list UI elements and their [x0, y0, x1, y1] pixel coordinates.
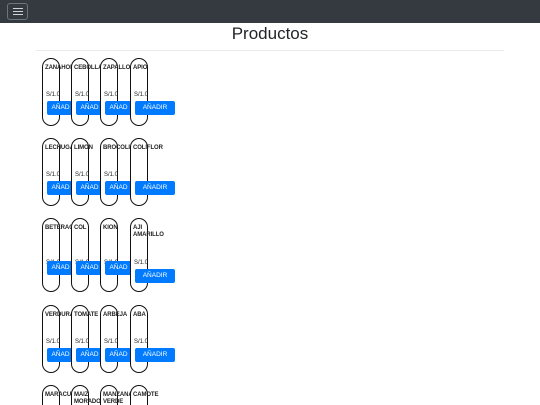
- product-name: ARBEJA: [103, 312, 128, 318]
- product-name: LECHUGA: [45, 145, 74, 151]
- add-to-cart-button[interactable]: AÑAD: [105, 101, 132, 115]
- product-name: LIMON: [74, 145, 93, 151]
- product-price: S/1.0: [75, 339, 90, 345]
- product-name: AJI AMARILLO: [133, 225, 164, 238]
- product-name: ABA: [133, 312, 146, 318]
- product-name: COL: [74, 225, 87, 231]
- product-price: S/1.0: [75, 172, 90, 178]
- add-to-cart-button[interactable]: AÑAD: [105, 181, 132, 195]
- product-name: APIO: [133, 65, 148, 71]
- add-to-cart-button[interactable]: AÑAD: [105, 261, 132, 275]
- product-name: KION: [103, 225, 118, 231]
- product-card: MANZANA VERDE: [100, 385, 133, 405]
- product-price: S/1.0: [134, 339, 149, 345]
- product-name: MAIZ MORADO: [74, 392, 101, 405]
- product-price: S/1.0: [46, 92, 61, 98]
- product-name: CEBOLLA: [74, 65, 103, 71]
- add-to-cart-button[interactable]: AÑAD: [105, 348, 132, 362]
- add-to-cart-button[interactable]: AÑAD: [76, 348, 103, 362]
- add-to-cart-button[interactable]: AÑAD: [76, 181, 103, 195]
- product-name: MARACUYA: [45, 392, 79, 398]
- product-card: CAMOTE: [130, 385, 159, 405]
- add-to-cart-button[interactable]: AÑAD: [47, 181, 74, 195]
- add-to-cart-button[interactable]: AÑADIR: [135, 101, 175, 115]
- product-price: S/1.0: [75, 92, 90, 98]
- product-name: BETERAGA: [45, 225, 78, 231]
- product-price: S/1.0: [46, 172, 61, 178]
- product-name: COLIFLOR: [133, 145, 163, 151]
- page-title: Productos: [231, 24, 309, 43]
- add-to-cart-button[interactable]: AÑADIR: [135, 181, 175, 195]
- add-to-cart-button[interactable]: AÑAD: [47, 101, 74, 115]
- product-name: ZANAHORIA: [45, 65, 81, 71]
- product-name: MANZANA VERDE: [103, 392, 133, 405]
- product-name: BROCOLI: [103, 145, 130, 151]
- add-to-cart-button[interactable]: AÑAD: [76, 261, 103, 275]
- add-to-cart-button[interactable]: AÑADIR: [135, 348, 175, 362]
- product-name: CAMOTE: [133, 392, 159, 398]
- product-price: S/1.0: [104, 172, 119, 178]
- product-name: VERDURAS: [45, 312, 78, 318]
- product-name: ZAPALLO: [103, 65, 131, 71]
- product-price: S/1.0: [104, 339, 119, 345]
- add-to-cart-button[interactable]: AÑAD: [76, 101, 103, 115]
- navbar: [0, 0, 540, 23]
- product-name: TOMATE: [74, 312, 99, 318]
- add-to-cart-button[interactable]: AÑAD: [47, 348, 74, 362]
- add-to-cart-button[interactable]: AÑAD: [47, 261, 74, 275]
- title-divider: [36, 50, 504, 51]
- product-price: S/1.0: [46, 339, 61, 345]
- add-to-cart-button[interactable]: AÑADIR: [135, 269, 175, 283]
- product-card: MAIZ MORADO: [71, 385, 101, 405]
- product-card: COLIFLOR AÑADIR: [130, 138, 175, 206]
- product-price: S/1.0: [134, 260, 149, 266]
- product-card: MARACUYA: [42, 385, 79, 405]
- hamburger-menu-icon[interactable]: [7, 3, 28, 20]
- product-price: S/1.0: [104, 92, 119, 98]
- product-price: S/1.0: [134, 92, 149, 98]
